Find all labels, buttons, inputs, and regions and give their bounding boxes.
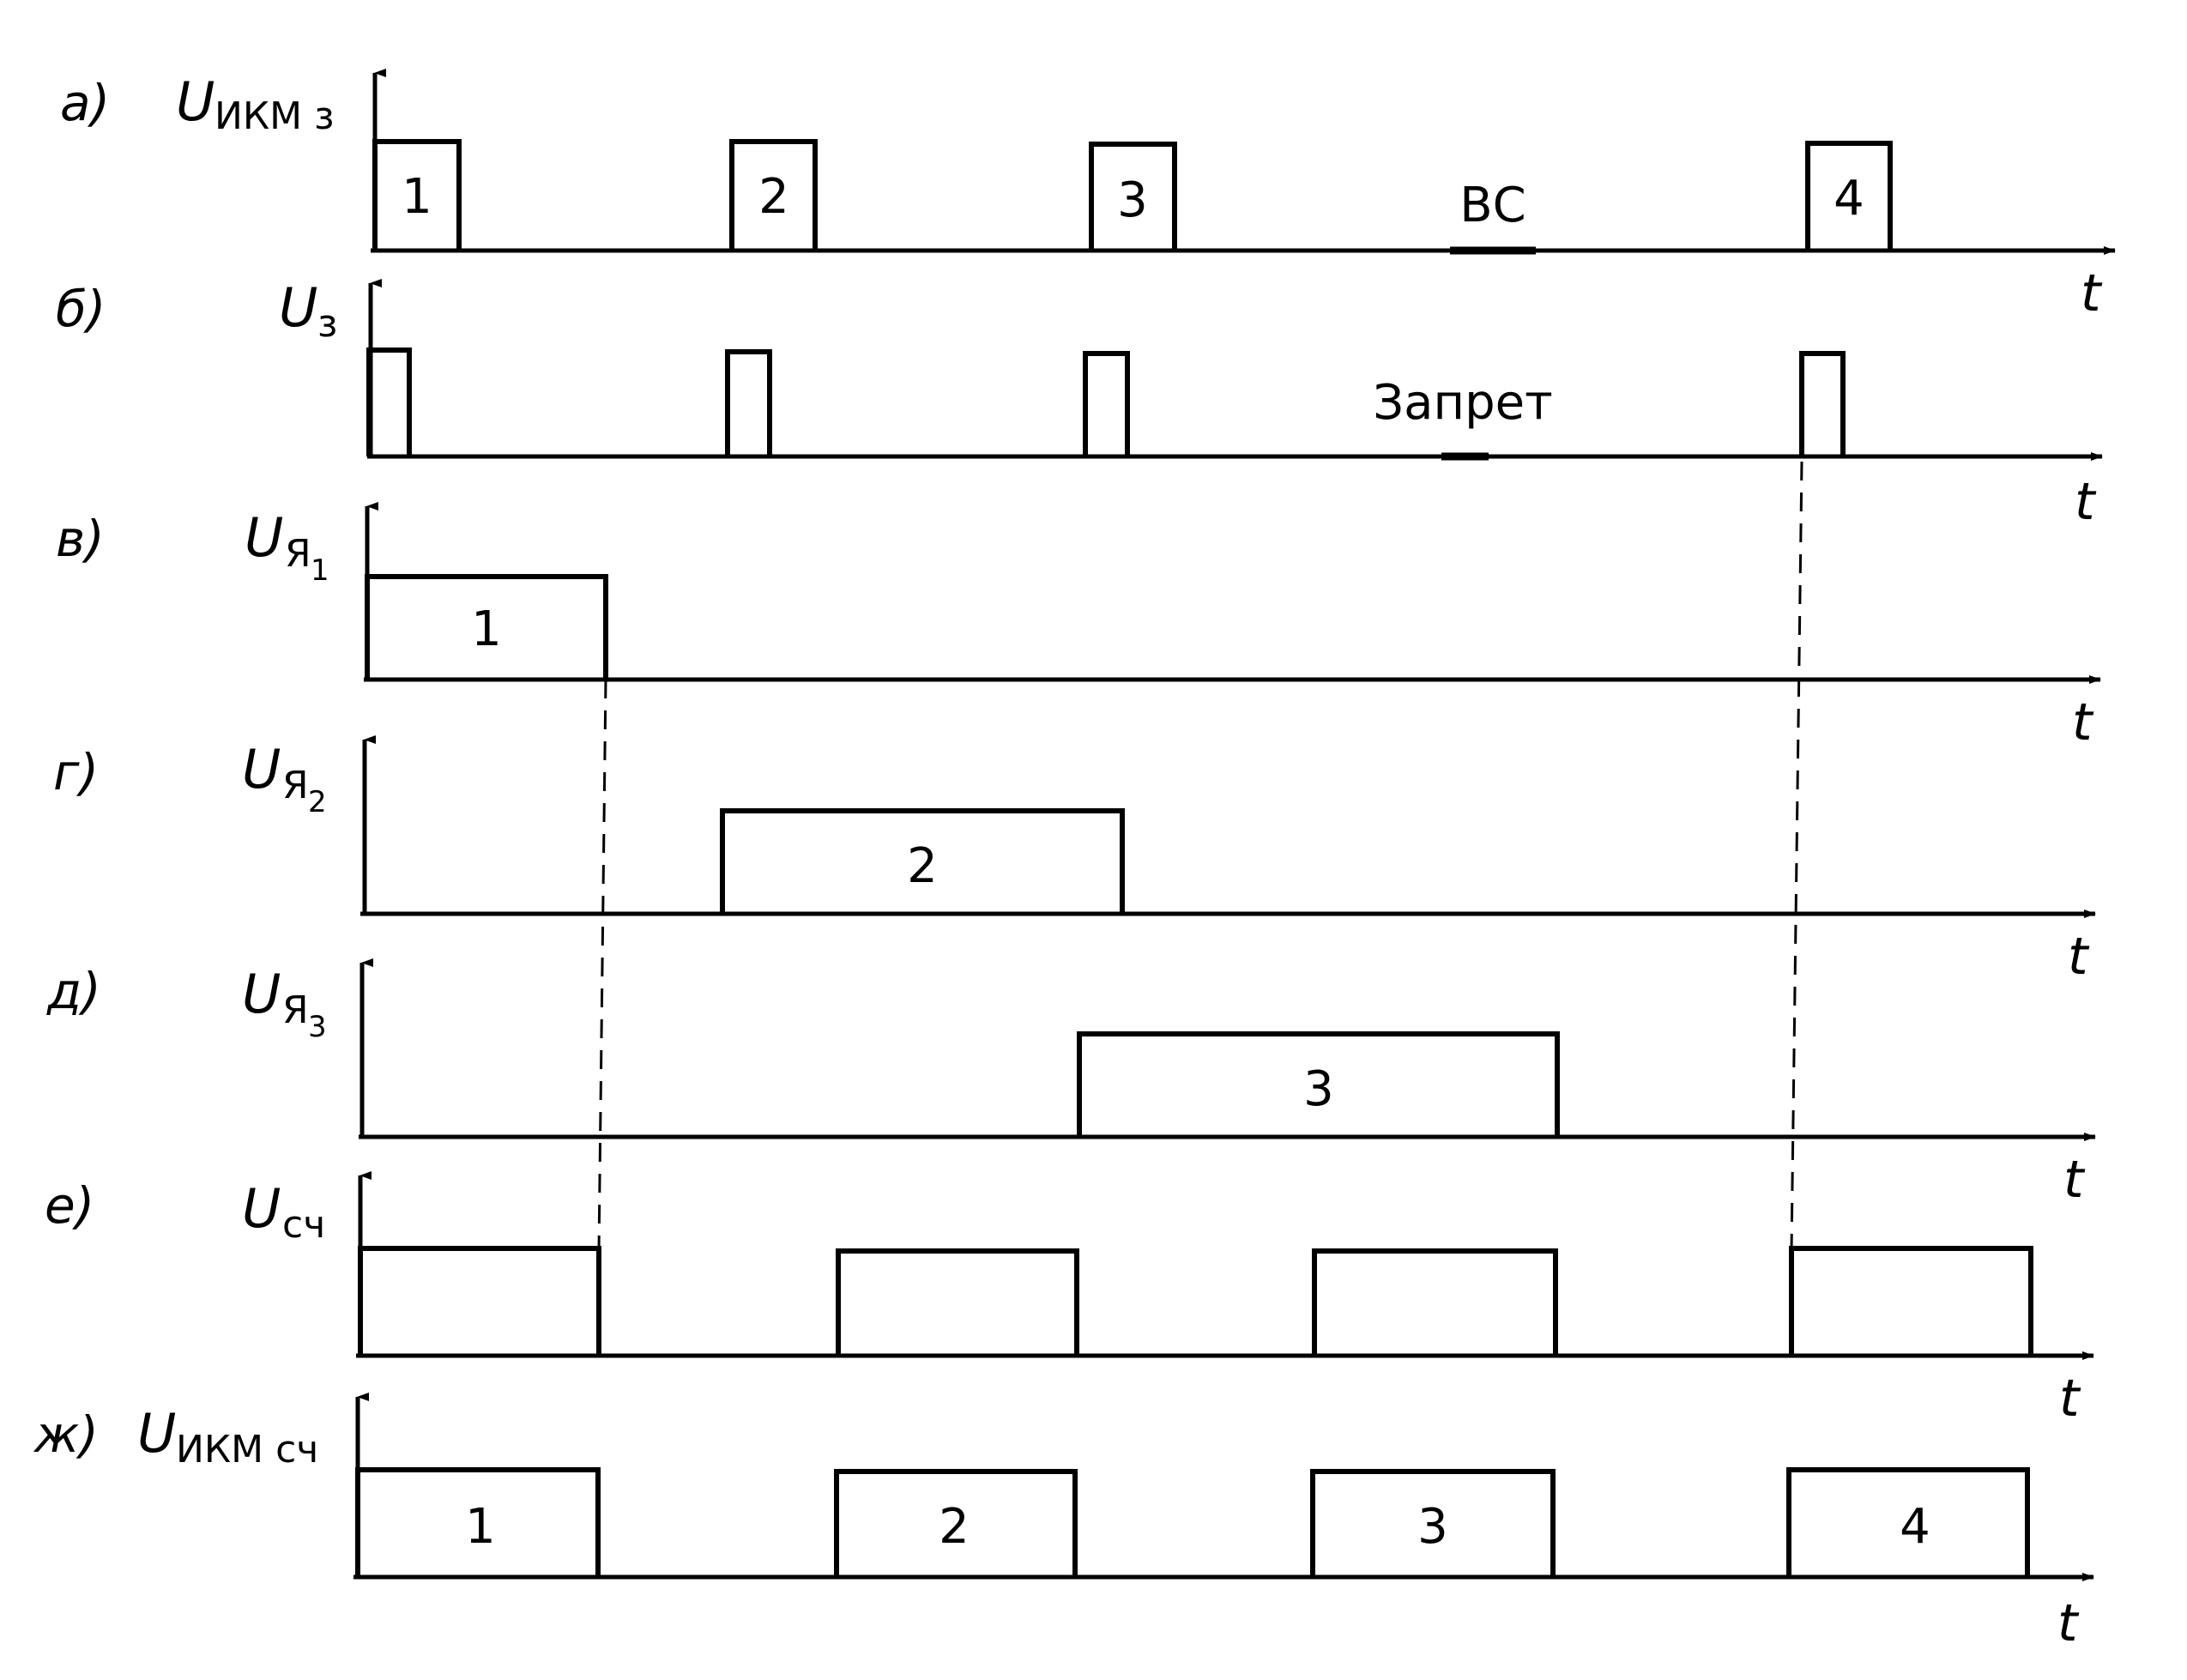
row-zh-t-label: t (2057, 1593, 2080, 1653)
row-a-pulse-1-label: 1 (402, 169, 432, 225)
row-g: г) U Я 2 t 2 (53, 735, 2096, 987)
row-b: б) U з t Запрет (56, 276, 2103, 532)
row-g-signal-u: U (242, 738, 281, 801)
row-b-pulse-4 (1799, 351, 1846, 456)
row-b-t-label: t (2075, 472, 2097, 532)
row-e: е) U сч t (45, 1171, 2094, 1429)
row-v: в) U Я 1 t 1 (56, 502, 2101, 752)
row-a-signal-u: U (176, 70, 214, 133)
row-v-t-label: t (2072, 692, 2094, 752)
row-d: д) U Я 3 t 3 (46, 958, 2096, 1210)
row-zh-letter: ж) (33, 1405, 99, 1464)
row-e-pulse-4 (1789, 1246, 2033, 1356)
row-zh-pulse-1 (355, 1467, 601, 1577)
row-b-signal-sub: з (317, 302, 337, 346)
row-zh: ж) U ИКМ сч t 1 2 3 4 (33, 1393, 2094, 1653)
row-a-pulse-1 (372, 139, 462, 251)
row-zh-pulse-3 (1310, 1469, 1556, 1577)
row-v-pulse-1 (365, 574, 608, 680)
row-e-letter: е) (45, 1176, 94, 1235)
row-e-t-label: t (2059, 1369, 2081, 1429)
row-g-signal-sub: Я (282, 764, 309, 807)
row-e-pulse-3 (1312, 1248, 1558, 1356)
row-d-signal-sub: Я (282, 988, 309, 1032)
row-zh-pulse-2 (834, 1469, 1078, 1577)
row-v-signal-u: U (245, 506, 283, 569)
row-zh-signal-u: U (137, 1402, 176, 1465)
row-zh-pulse-2-label: 2 (939, 1499, 970, 1555)
row-a-note-vs: ВС (1459, 178, 1526, 233)
row-g-pulse-1 (720, 808, 1125, 914)
row-d-pulse-1-label: 3 (1303, 1061, 1334, 1117)
row-a-pulse-4-label: 4 (1834, 171, 1864, 227)
row-v-letter: в) (56, 510, 105, 568)
row-e-pulse-1 (358, 1246, 601, 1356)
row-b-letter: б) (56, 280, 106, 338)
row-b-pulse-2 (725, 349, 772, 456)
row-d-letter: д) (46, 962, 101, 1020)
row-g-letter: г) (53, 743, 99, 801)
row-d-signal-subsub: 3 (308, 1010, 327, 1044)
row-a: а) U ИКМ з t 1 2 3 4 ВС (60, 69, 2116, 323)
row-b-pulse-1 (366, 347, 412, 456)
row-a-t-label: t (2081, 263, 2103, 323)
row-g-pulse-1-label: 2 (907, 838, 938, 894)
row-zh-signal-sub: ИКМ сч (176, 1428, 318, 1472)
row-b-pulse-3 (1083, 351, 1130, 456)
row-a-pulse-4 (1805, 141, 1893, 251)
row-zh-pulse-1-label: 1 (465, 1499, 496, 1555)
row-a-letter: а) (60, 74, 110, 132)
row-g-t-label: t (2068, 927, 2090, 987)
dashed-line-left (597, 679, 607, 1252)
row-a-pulse-3-label: 3 (1117, 172, 1148, 228)
row-g-signal-subsub: 2 (308, 785, 327, 819)
row-v-signal-sub: Я (285, 532, 311, 576)
row-b-note-zapret: Запрет (1373, 375, 1552, 431)
row-a-pulse-3 (1089, 142, 1177, 251)
row-zh-pulse-3-label: 3 (1417, 1499, 1448, 1555)
row-v-pulse-1-label: 1 (471, 601, 502, 657)
row-a-signal-sub: ИКМ з (214, 94, 335, 138)
row-d-t-label: t (2063, 1150, 2086, 1210)
row-a-pulse-2 (729, 139, 818, 251)
row-e-signal-u: U (242, 1177, 281, 1240)
row-e-pulse-2 (836, 1248, 1079, 1356)
row-v-signal-subsub: 1 (311, 553, 329, 588)
row-zh-pulse-4 (1786, 1467, 2030, 1577)
row-b-signal-u: U (279, 276, 317, 339)
row-d-pulse-1 (1077, 1031, 1560, 1137)
row-a-pulse-2-label: 2 (758, 169, 789, 225)
dashed-line-right (1790, 461, 1803, 1252)
row-e-signal-sub: сч (282, 1203, 325, 1247)
row-d-signal-u: U (242, 963, 281, 1025)
row-zh-pulse-4-label: 4 (1900, 1499, 1930, 1555)
